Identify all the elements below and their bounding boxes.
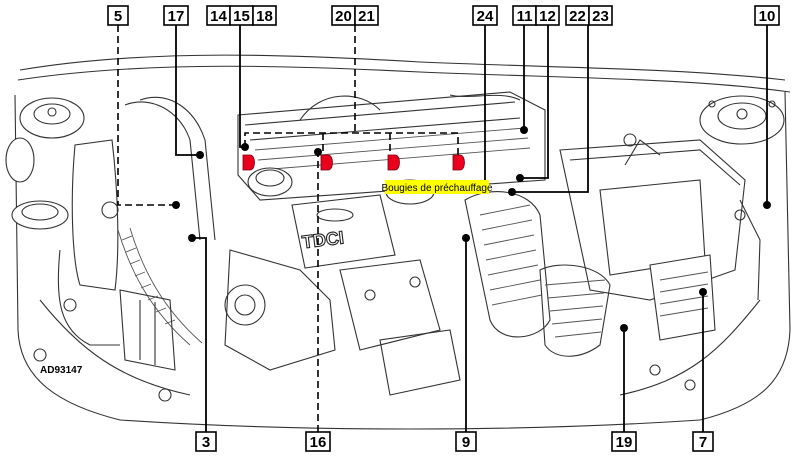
dot-9 xyxy=(462,234,470,242)
svg-text:22: 22 xyxy=(569,8,586,25)
callout-16: 16 xyxy=(305,431,331,452)
dot-5 xyxy=(172,201,180,209)
callout-11: 11 xyxy=(512,5,537,26)
svg-text:24: 24 xyxy=(477,8,494,25)
image-code: AD93147 xyxy=(40,365,83,376)
leader-3 xyxy=(192,237,207,432)
callout-10: 10 xyxy=(754,5,780,26)
svg-text:16: 16 xyxy=(310,434,327,451)
callout-5: 5 xyxy=(107,5,129,26)
dot-22 xyxy=(508,188,516,196)
leader-17 xyxy=(175,25,200,156)
svg-text:7: 7 xyxy=(699,434,707,451)
callout-3: 3 xyxy=(195,431,217,452)
svg-text:11: 11 xyxy=(517,8,533,25)
dot-19 xyxy=(620,324,628,332)
svg-text:17: 17 xyxy=(168,8,185,25)
svg-text:9: 9 xyxy=(462,434,470,451)
glow-plug-1 xyxy=(242,154,255,171)
callout-9: 9 xyxy=(455,431,477,452)
dot-12 xyxy=(516,174,524,182)
callout-21: 21 xyxy=(354,5,379,26)
callouts-bottom: 3 16 9 19 7 xyxy=(195,431,714,452)
callout-19: 19 xyxy=(611,431,637,452)
dot-7 xyxy=(699,288,707,296)
callout-22: 22 xyxy=(565,5,590,26)
dot-17 xyxy=(196,151,204,159)
svg-text:15: 15 xyxy=(233,8,250,25)
callouts-top: 5 17 14 15 18 20 21 24 xyxy=(107,5,780,26)
glow-plug-label: Bougies de préchauffage xyxy=(381,180,493,194)
dot-16 xyxy=(314,148,322,156)
leader-12 xyxy=(520,25,549,179)
glow-plug-label-highlight xyxy=(385,180,489,194)
svg-text:18: 18 xyxy=(256,8,273,25)
callout-15: 15 xyxy=(229,5,254,26)
svg-text:14: 14 xyxy=(210,8,227,25)
dot-11 xyxy=(520,126,528,134)
svg-text:23: 23 xyxy=(592,8,609,25)
svg-text:19: 19 xyxy=(616,434,633,451)
glow-plug-markers xyxy=(242,154,465,171)
engine-bay-line-art: TDCI xyxy=(5,54,791,430)
svg-text:3: 3 xyxy=(202,434,210,451)
callout-leaders xyxy=(117,25,768,432)
callout-14: 14 xyxy=(206,5,231,26)
svg-text:10: 10 xyxy=(759,8,776,25)
leader-22-23 xyxy=(512,25,589,193)
callout-24: 24 xyxy=(472,5,498,26)
dot-10 xyxy=(763,201,771,209)
glow-plug-2 xyxy=(320,154,333,171)
callout-17: 17 xyxy=(163,5,189,26)
leader-5 xyxy=(117,25,176,206)
dot-14 xyxy=(241,143,249,151)
svg-text:5: 5 xyxy=(114,8,122,25)
callout-18: 18 xyxy=(252,5,277,26)
svg-text:21: 21 xyxy=(358,8,375,25)
callout-7: 7 xyxy=(692,431,714,452)
callout-20: 20 xyxy=(331,5,356,26)
callout-12: 12 xyxy=(535,5,560,26)
svg-text:12: 12 xyxy=(539,8,556,25)
glow-plug-4 xyxy=(452,154,465,171)
callout-23: 23 xyxy=(588,5,613,26)
glow-plug-label-text: Bougies de préchauffage xyxy=(381,183,492,194)
svg-text:20: 20 xyxy=(335,8,352,25)
dot-3 xyxy=(188,234,196,242)
glow-plug-3 xyxy=(387,154,400,171)
